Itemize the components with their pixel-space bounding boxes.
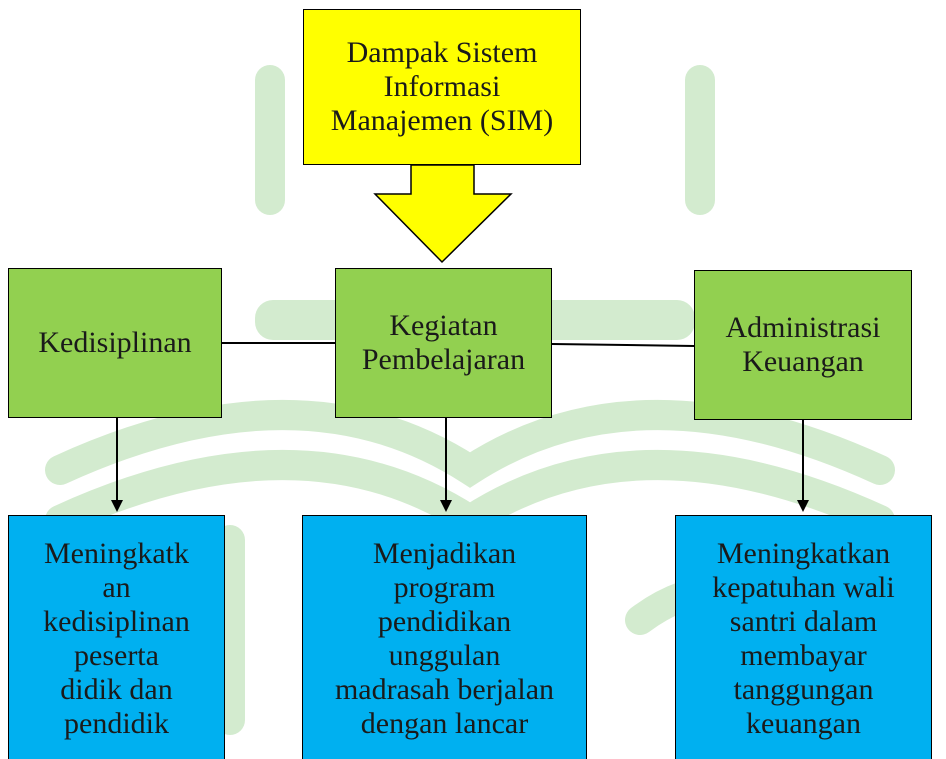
- middle-box-kegiatan-pembelajaran: Kegiatan Pembelajaran: [335, 268, 552, 418]
- middle-box-administrasi-keuangan: Administrasi Keuangan: [694, 270, 912, 420]
- arrow-right-head: [797, 500, 809, 512]
- middle-box-label: Administrasi Keuangan: [725, 311, 881, 378]
- bottom-box-keuangan-result: Meningkatkan kepatuhan wali santri dalam…: [675, 515, 932, 759]
- bottom-box-label: Meningkatk an kedisiplinan peserta didik…: [43, 537, 190, 740]
- top-box-label: Dampak Sistem Informasi Manajemen (SIM): [330, 36, 554, 137]
- arrow-center-head: [440, 500, 452, 512]
- bottom-box-label: Meningkatkan kepatuhan wali santri dalam…: [712, 537, 895, 740]
- big-down-arrow: [373, 164, 513, 264]
- bottom-box-kedisiplinan-result: Meningkatk an kedisiplinan peserta didik…: [8, 515, 225, 759]
- bottom-box-pembelajaran-result: Menjadikan program pendidikan unggulan m…: [302, 515, 587, 759]
- link-center-right: [551, 343, 695, 347]
- middle-box-kedisiplinan: Kedisiplinan: [8, 268, 222, 418]
- bottom-box-label: Menjadikan program pendidikan unggulan m…: [334, 537, 555, 740]
- middle-box-label: Kegiatan Pembelajaran: [361, 309, 526, 376]
- middle-box-label: Kedisiplinan: [38, 326, 192, 359]
- arrow-left-head: [111, 500, 123, 512]
- top-box-dampak-sim: Dampak Sistem Informasi Manajemen (SIM): [303, 9, 581, 165]
